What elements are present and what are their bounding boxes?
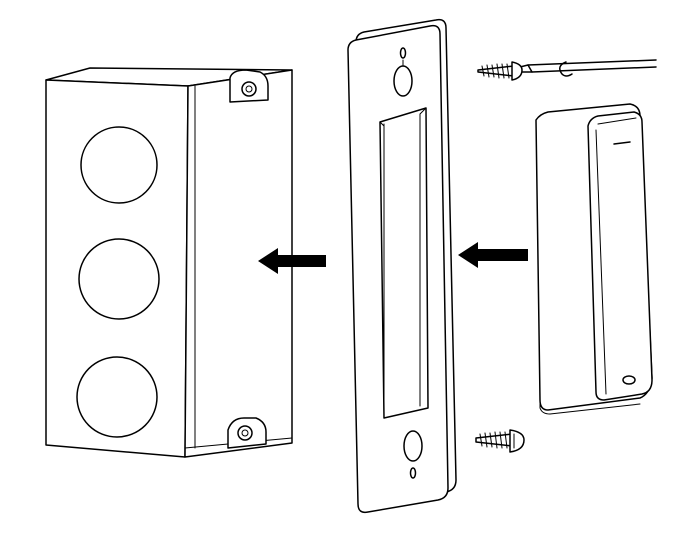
knockout-hole [78, 238, 160, 320]
reader-led-icon [622, 375, 636, 385]
plate-slot-bottom [403, 430, 423, 479]
junction-box [45, 67, 293, 458]
arrow-plate-to-box [258, 248, 326, 274]
junction-box-front-face [45, 79, 189, 458]
arrow-reader-to-plate [458, 242, 528, 268]
mount-tab-bottom [227, 417, 267, 449]
plate-opening [379, 107, 429, 419]
knockout-hole [76, 356, 158, 438]
screw-bottom [475, 429, 525, 453]
reader-front-face [587, 111, 653, 401]
screwdriver [515, 59, 657, 77]
mounting-plate [347, 18, 457, 514]
plate-slot-top [393, 47, 413, 97]
reader-device [535, 103, 653, 415]
mount-tab-top [229, 69, 269, 103]
reader-indicator-line [613, 141, 631, 145]
knockout-hole [80, 126, 158, 204]
screw-top [477, 61, 523, 81]
